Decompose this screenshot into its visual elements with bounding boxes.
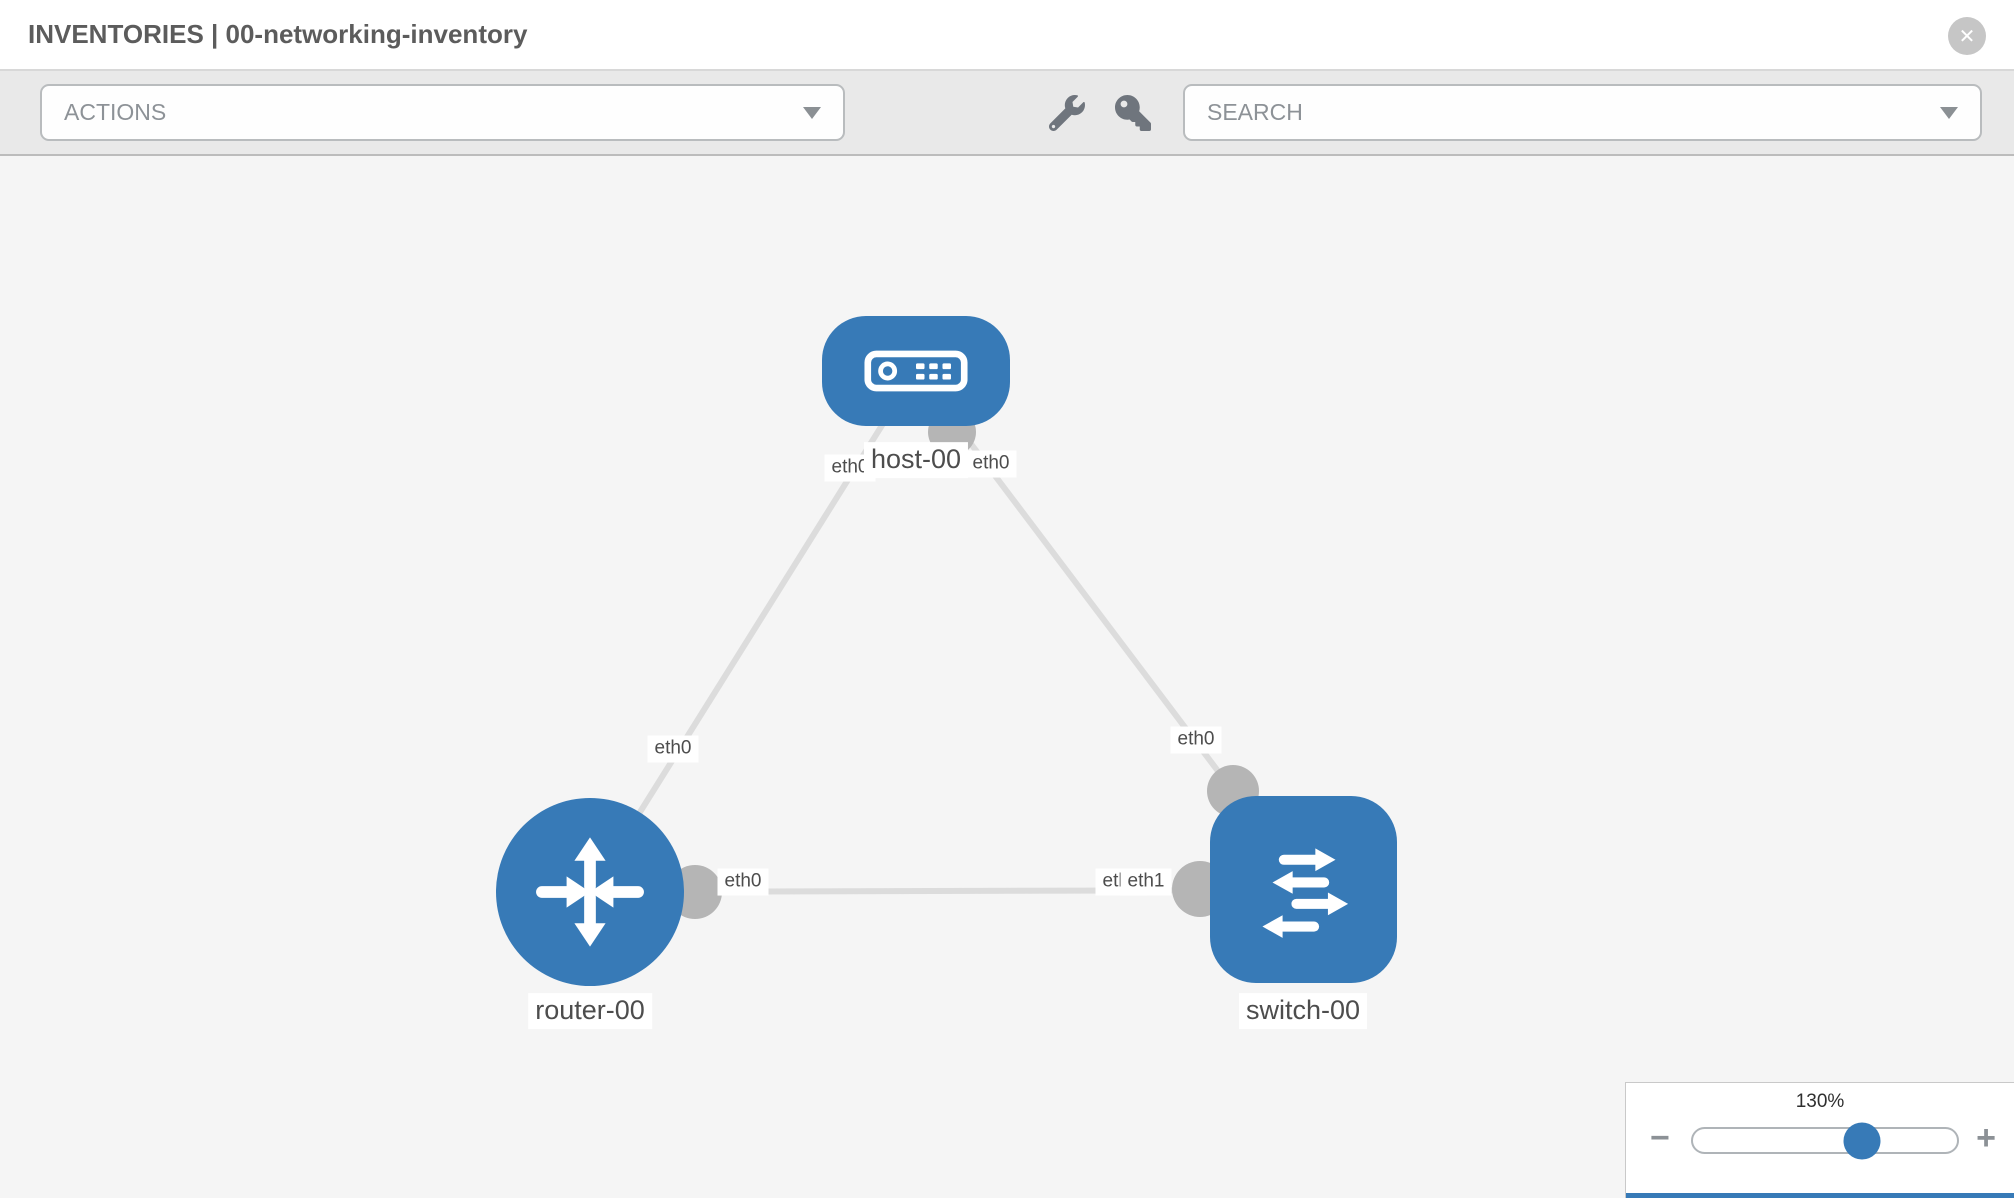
zoom-control-panel: 130% − + [1625,1082,2014,1198]
node-router-00[interactable] [496,798,684,986]
iface-label: eth1 [1120,868,1172,896]
iface-label: eth0 [717,868,769,896]
chevron-down-icon [1940,106,1958,119]
zoom-level-value: 130% [1795,1091,1845,1112]
search-dropdown[interactable]: SEARCH [1183,84,1982,141]
close-icon[interactable]: ✕ [1948,17,1986,55]
actions-dropdown[interactable]: ACTIONS [40,84,845,141]
iface-label: eth0 [1170,726,1222,754]
actions-dropdown-label: ACTIONS [64,99,167,125]
node-host-00[interactable] [822,316,1010,426]
node-switch-00[interactable] [1210,796,1397,983]
header: INVENTORIES | 00-networking-inventory ✕ [0,0,2014,71]
node-label-switch: switch-00 [1238,993,1368,1029]
toolbar: ACTIONS SEARCH [0,71,2014,156]
node-label-router: router-00 [528,993,652,1029]
topology-edges [587,369,1304,919]
router-icon [536,837,644,947]
chevron-down-icon [803,106,821,119]
switch-icon [1261,847,1348,938]
key-icon[interactable] [1115,94,1151,131]
zoom-slider-thumb[interactable] [1843,1122,1881,1159]
topology-canvas[interactable]: host-00 router-00 switch-00 eth0 eth0 et… [0,156,2014,1198]
zoom-slider[interactable] [1691,1122,1959,1159]
iface-label: eth0 [965,450,1017,478]
zoom-in-button[interactable]: + [1976,1119,1996,1157]
node-label-host: host-00 [863,442,969,478]
port-anchors [668,408,1259,919]
page-title: INVENTORIES | 00-networking-inventory [28,19,528,49]
iface-label: eth0 [647,735,699,763]
wrench-icon[interactable] [1048,94,1085,131]
host-icon [864,350,968,392]
search-dropdown-label: SEARCH [1207,99,1303,125]
zoom-out-button[interactable]: − [1650,1119,1670,1157]
panel-accent-strip [1626,1193,2014,1198]
